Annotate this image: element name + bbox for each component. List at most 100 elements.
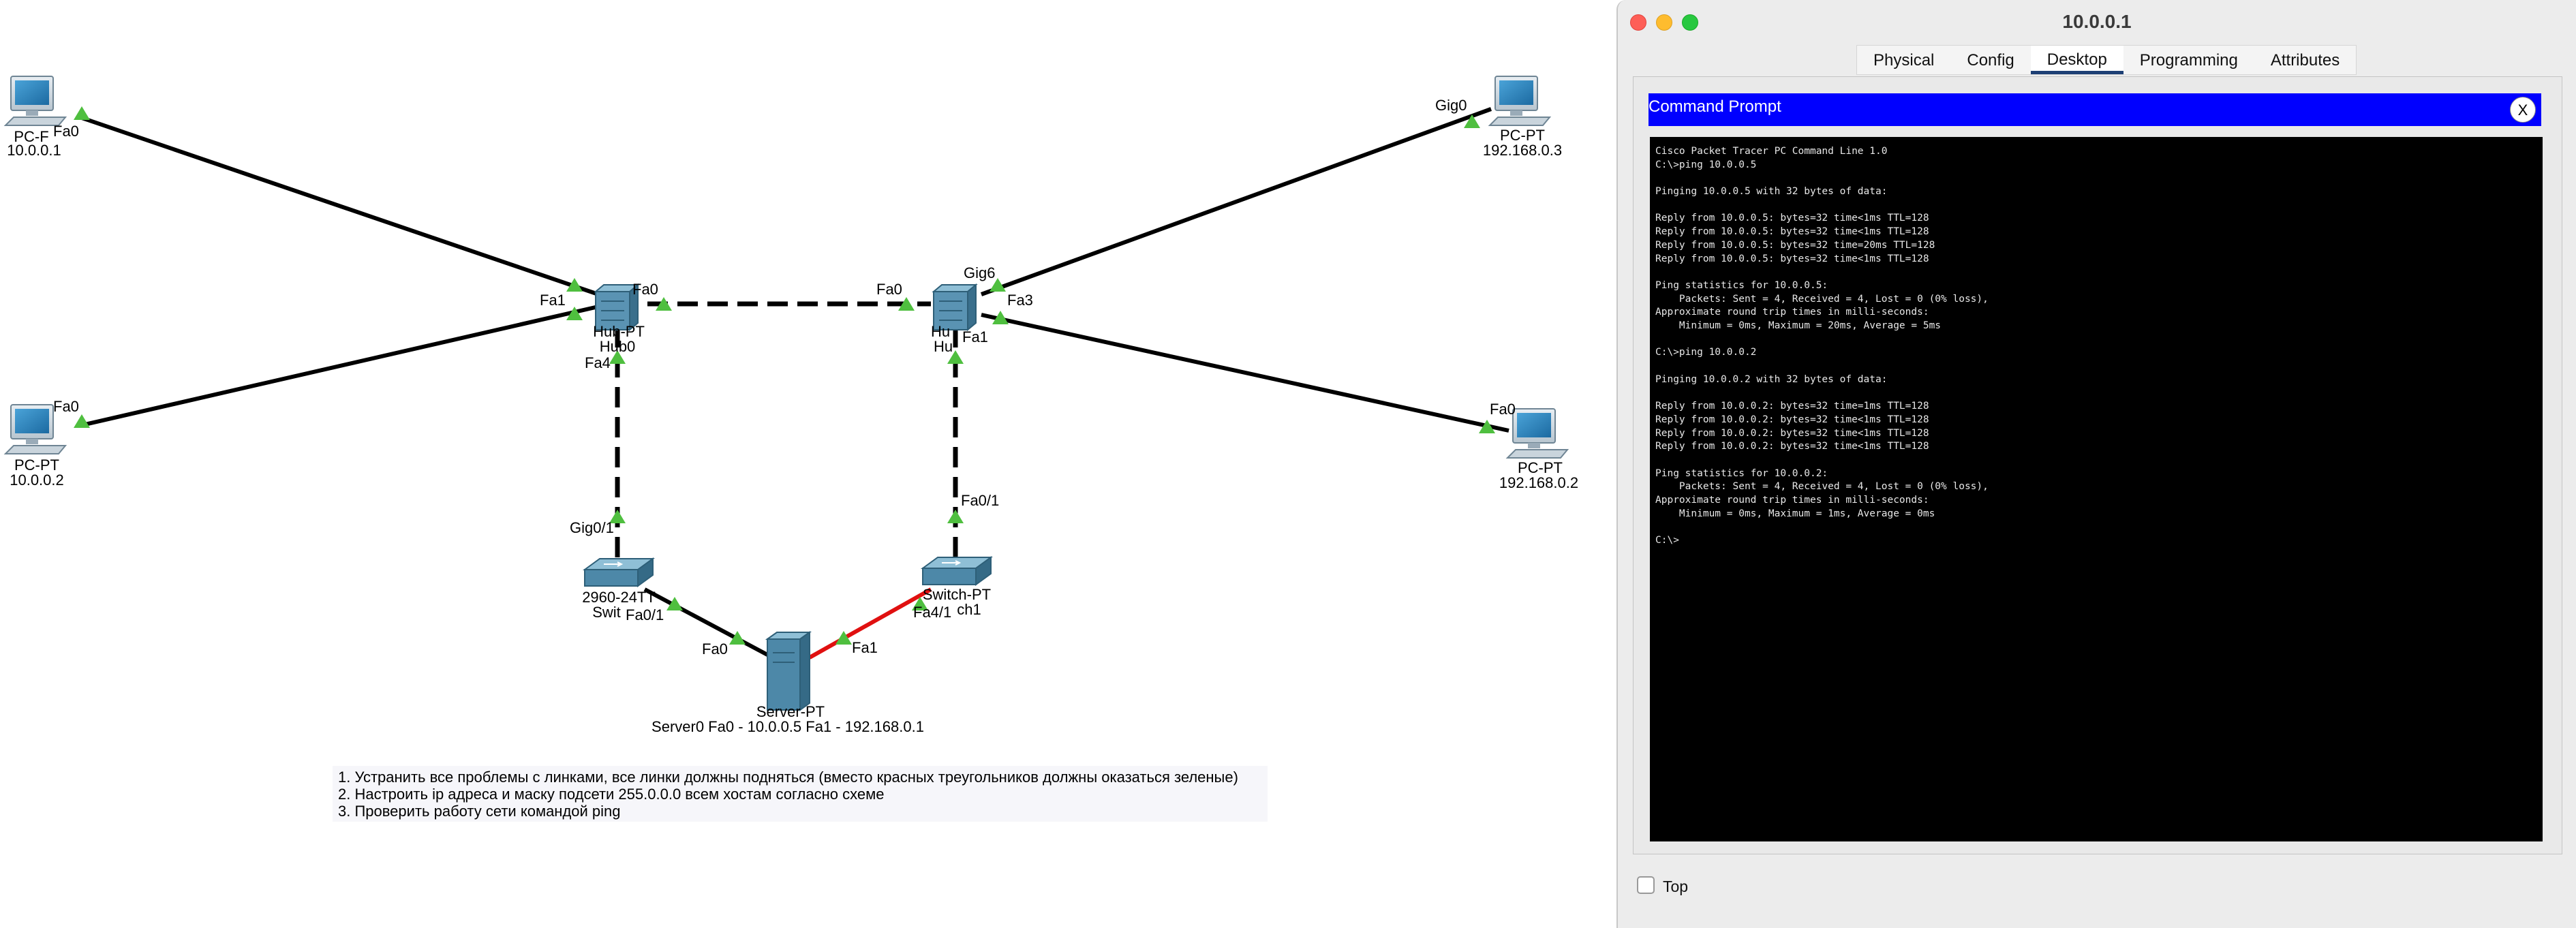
terminal-line: [1655, 266, 2537, 279]
terminal-line: Reply from 10.0.0.2: bytes=32 time=1ms T…: [1655, 401, 1929, 412]
pc-icon[interactable]: [1505, 408, 1569, 459]
terminal-line: Pinging 10.0.0.2 with 32 bytes of data:: [1655, 373, 1888, 385]
link-up-indicator: [990, 278, 1006, 292]
device-type-label: PC-PT: [14, 457, 59, 474]
port-label: Fa0: [53, 398, 79, 415]
terminal-line: [1655, 333, 2537, 347]
device-name-label: Server0 Fa0 - 10.0.0.5 Fa1 - 192.168.0.1: [651, 718, 924, 735]
link-up-indicator: [992, 311, 1009, 324]
terminal-line: C:\>ping 10.0.0.2: [1655, 347, 1757, 358]
port-label: Fa4/1: [913, 604, 952, 621]
device-window: 10.0.0.1 Physical Config Desktop Program…: [1616, 0, 2576, 928]
window-title: 10.0.0.1: [2062, 11, 2132, 32]
link-up-indicator: [74, 414, 90, 428]
terminal-line: Reply from 10.0.0.5: bytes=32 time<1ms T…: [1655, 226, 1929, 238]
link-up-indicator: [566, 278, 583, 292]
port-label: Fa0: [876, 281, 902, 298]
port-label: Fa1: [962, 328, 988, 345]
terminal-line: C:\>: [1655, 535, 1679, 546]
port-label: Fa0/1: [626, 606, 664, 623]
port-label: Fa1: [852, 639, 878, 656]
link-hub1-pc2[interactable]: [980, 107, 1492, 296]
terminal-line: [1655, 199, 2537, 213]
topology-workspace[interactable]: PC-F 10.0.0.1 PC-PT 10.0.0.2 PC-PT 192.1…: [0, 0, 1615, 928]
pc-icon[interactable]: [1488, 76, 1552, 126]
port-label: Gig0/1: [570, 519, 614, 536]
terminal-line: Packets: Sent = 4, Received = 4, Lost = …: [1655, 481, 1989, 493]
link-up-indicator: [566, 307, 583, 320]
terminal-line: C:\>ping 10.0.0.5: [1655, 159, 1757, 170]
switch-icon[interactable]: [582, 557, 656, 587]
top-checkbox[interactable]: [1637, 876, 1655, 894]
device-ip-label: 192.168.0.3: [1482, 142, 1563, 159]
command-prompt-title: Command Prompt: [1649, 97, 1781, 116]
instruction-line: 1. Устранить все проблемы с линками, все…: [338, 769, 1238, 786]
hub-icon[interactable]: [594, 283, 640, 332]
tab-config[interactable]: Config: [1967, 51, 2014, 69]
device-type-label: Hu: [930, 323, 951, 340]
terminal-line: Reply from 10.0.0.5: bytes=32 time<1ms T…: [1655, 253, 1929, 264]
link-status-indicators: [74, 106, 1495, 645]
link-pc1-hub0[interactable]: [81, 305, 599, 427]
link-hub1-pc3[interactable]: [981, 313, 1509, 433]
tab-desktop[interactable]: Desktop: [2030, 46, 2123, 74]
link-up-indicator: [898, 297, 915, 311]
terminal-line: Reply from 10.0.0.2: bytes=32 time<1ms T…: [1655, 414, 1929, 425]
port-label: Fa0: [632, 281, 658, 298]
tab-attributes[interactable]: Attributes: [2270, 51, 2340, 69]
switch-icon[interactable]: [920, 556, 994, 586]
port-label: Fa0: [1490, 401, 1516, 418]
link-up-indicator: [656, 297, 672, 311]
port-label: Fa3: [1007, 292, 1033, 309]
port-label: Fa0: [702, 640, 728, 658]
device-name-label: Swit: [592, 604, 621, 621]
link-pc0-hub0[interactable]: [81, 116, 599, 296]
topology-canvas[interactable]: [0, 0, 1615, 928]
server-icon[interactable]: [765, 631, 812, 711]
link-up-indicator: [1464, 114, 1480, 128]
close-command-prompt-button[interactable]: X: [2510, 97, 2536, 123]
device-type-label: 2960-24TT: [582, 589, 656, 606]
top-checkbox-label: Top: [1663, 878, 1689, 895]
tab-programming[interactable]: Programming: [2139, 51, 2238, 69]
links: [81, 107, 1509, 660]
link-server-sw1[interactable]: [808, 587, 932, 660]
port-label: Gig6: [964, 264, 996, 281]
port-label: Gig0: [1435, 97, 1467, 114]
link-up-indicator: [74, 106, 90, 120]
link-up-indicator: [835, 631, 852, 645]
terminal-line: [1655, 521, 2537, 535]
zoom-window-button[interactable]: [1682, 14, 1698, 31]
terminal-line: Reply from 10.0.0.2: bytes=32 time<1ms T…: [1655, 441, 1929, 452]
hub-icon[interactable]: [932, 283, 978, 332]
terminal-line: Ping statistics for 10.0.0.2:: [1655, 467, 1828, 479]
close-window-button[interactable]: [1630, 14, 1646, 31]
instruction-line: 3. Проверить работу сети командой ping: [338, 803, 621, 820]
pc-icon[interactable]: [3, 404, 67, 454]
port-label: Fa0/1: [961, 492, 1000, 509]
terminal-line: Approximate round trip times in milli-se…: [1655, 307, 1929, 318]
terminal-line: Approximate round trip times in milli-se…: [1655, 495, 1929, 506]
tab-physical[interactable]: Physical: [1873, 51, 1935, 69]
link-up-indicator: [947, 510, 964, 523]
link-up-indicator: [947, 350, 964, 364]
tab-bar: Physical Config Desktop Programming Attr…: [1856, 45, 2357, 75]
link-sw0-server[interactable]: [643, 587, 770, 658]
terminal-line: Reply from 10.0.0.5: bytes=32 time<1ms T…: [1655, 213, 1929, 224]
window-titlebar[interactable]: 10.0.0.1: [1618, 0, 2576, 44]
device-type-label: PC-F: [14, 128, 49, 145]
device-name-label: Hu: [933, 338, 953, 355]
terminal-line: [1655, 360, 2537, 373]
port-label: Fa1: [540, 292, 566, 309]
desktop-panel: Command Prompt X Cisco Packet Tracer PC …: [1633, 76, 2562, 854]
terminal-line: Packets: Sent = 4, Received = 4, Lost = …: [1655, 293, 1989, 305]
terminal-line: Pinging 10.0.0.5 with 32 bytes of data:: [1655, 186, 1888, 198]
terminal-line: Reply from 10.0.0.2: bytes=32 time<1ms T…: [1655, 427, 1929, 439]
device-ip-label: 192.168.0.2: [1499, 474, 1579, 491]
device-ip-label: 10.0.0.2: [10, 471, 64, 489]
link-up-indicator: [1479, 420, 1495, 433]
pc-icon[interactable]: [3, 76, 67, 126]
device-type-label: PC-PT: [1518, 459, 1563, 476]
minimize-window-button[interactable]: [1656, 14, 1672, 31]
